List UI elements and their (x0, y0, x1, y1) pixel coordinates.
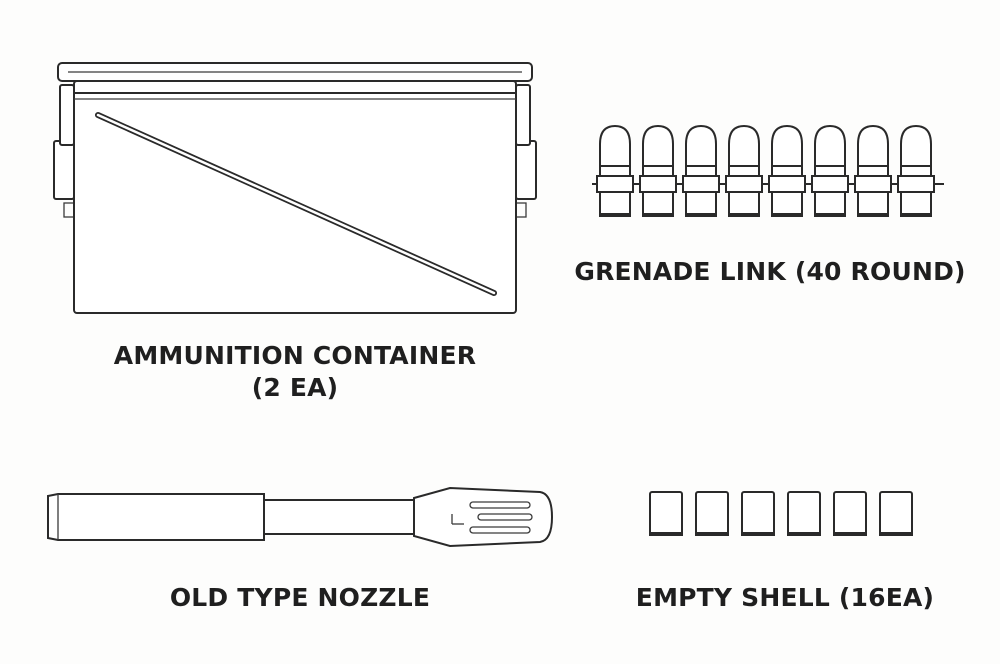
grenade-round (768, 124, 806, 217)
grenade-round (811, 124, 849, 217)
grenade-link-caption-line-1: GRENADE LINK (40 ROUND) (574, 257, 966, 286)
grenade-round (639, 124, 677, 217)
empty-shell (695, 491, 729, 536)
empty-shell (833, 491, 867, 536)
empty-shell (879, 491, 913, 536)
grenade-round (682, 124, 720, 217)
ammunition-container-drawing (53, 62, 537, 314)
old-type-nozzle-caption: OLD TYPE NOZZLE (120, 582, 480, 614)
ammunition-container-caption: AMMUNITION CONTAINER (2 EA) (60, 340, 530, 404)
old-type-nozzle-caption-line-1: OLD TYPE NOZZLE (169, 583, 431, 612)
empty-shell-drawing (649, 491, 913, 536)
grenade-link-caption: GRENADE LINK (40 ROUND) (555, 256, 985, 288)
grenade-round (725, 124, 763, 217)
grenade-round (897, 124, 935, 217)
grenade-link-drawing (592, 124, 944, 217)
grenade-round (854, 124, 892, 217)
empty-shell (741, 491, 775, 536)
empty-shell (649, 491, 683, 536)
ammunition-container-caption-line-2: (2 EA) (251, 373, 339, 402)
grenade-round (596, 124, 634, 217)
empty-shell (787, 491, 821, 536)
empty-shell-caption-line-1: EMPTY SHELL (16EA) (635, 583, 935, 612)
empty-shell-caption: EMPTY SHELL (16EA) (600, 582, 970, 614)
ammunition-container-caption-line-1: AMMUNITION CONTAINER (113, 341, 477, 370)
old-type-nozzle-drawing (47, 486, 554, 548)
